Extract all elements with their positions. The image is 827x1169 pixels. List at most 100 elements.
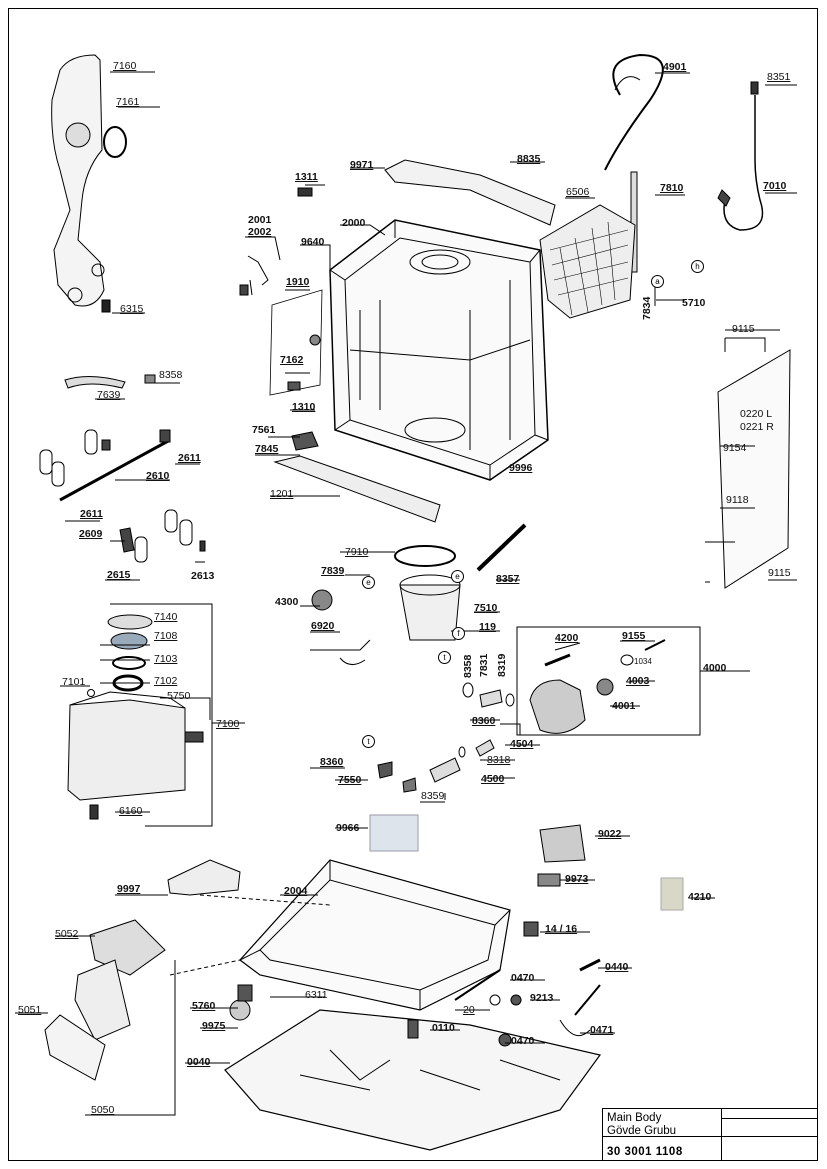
marker-e: e	[362, 576, 375, 589]
callout-label: 7834	[641, 296, 653, 320]
callout-label: 4200	[555, 632, 579, 644]
callout-label: 0110	[432, 1022, 455, 1034]
callout-label: 1310	[292, 401, 316, 413]
callout-label: 7839	[321, 565, 345, 577]
callout-label: 1910	[286, 276, 310, 288]
callout-label: 7162	[280, 354, 304, 366]
callout-label: 4000	[703, 662, 727, 674]
callout-label: 9975	[202, 1020, 226, 1032]
callout-label: 6311	[305, 989, 328, 1001]
callout-label: 6315	[120, 303, 144, 315]
callout-label: 6160	[119, 805, 143, 817]
callout-label: 8835	[517, 153, 541, 165]
callout-label: 2002	[248, 226, 272, 238]
drawing-frame	[8, 8, 818, 1161]
callout-label: 9640	[301, 236, 325, 248]
callout-label: 9154	[723, 442, 747, 454]
marker-e: e	[451, 570, 464, 583]
callout-label: 119	[479, 621, 496, 633]
callout-label: 4504	[510, 738, 534, 750]
callout-label: 8319	[496, 653, 508, 677]
callout-label: 9155	[622, 630, 646, 642]
title-block-name: Main Body	[607, 1112, 662, 1124]
callout-label: 4500	[481, 773, 505, 785]
callout-label: 7845	[255, 443, 279, 455]
callout-label: 7103	[154, 653, 178, 665]
callout-label: 5760	[192, 1000, 216, 1012]
callout-label: 8351	[767, 71, 791, 83]
callout-label: 9996	[509, 462, 533, 474]
callout-label: 2001	[248, 214, 272, 226]
callout-label: 7831	[478, 653, 490, 677]
callout-label: 20	[463, 1004, 475, 1016]
panel-variant-r: 0221 R	[740, 421, 774, 433]
callout-label: 0471	[590, 1024, 614, 1036]
callout-label: 5051	[18, 1004, 42, 1016]
callout-label: 2004	[284, 885, 308, 897]
callout-label: 6506	[566, 186, 590, 198]
marker-f: f	[452, 627, 465, 640]
callout-label: 4300	[275, 596, 299, 608]
callout-label: 7561	[252, 424, 276, 436]
marker-h: h	[691, 260, 704, 273]
callout-label: 7101	[62, 676, 86, 688]
callout-label: 2611	[80, 508, 103, 520]
callout-label: 7102	[154, 675, 178, 687]
callout-label: 4901	[663, 61, 687, 73]
callout-label: 9022	[598, 828, 622, 840]
title-block-name-tr: Gövde Grubu	[607, 1125, 677, 1137]
callout-label: 8359	[421, 790, 445, 802]
title-block-code: 30 3001 1108	[607, 1146, 683, 1158]
callout-label: 9118	[726, 494, 749, 506]
callout-label: 9973	[565, 873, 589, 885]
callout-label: 7810	[660, 182, 684, 194]
callout-label: 8318	[487, 754, 511, 766]
callout-label: 7160	[113, 60, 137, 72]
marker-t: t	[438, 651, 451, 664]
callout-label: 2610	[146, 470, 170, 482]
callout-label: 1311	[295, 171, 318, 183]
callout-label: 0470	[511, 1035, 535, 1047]
callout-label: 1034	[634, 657, 652, 666]
callout-label: 0470	[511, 972, 535, 984]
callout-label: 14 / 16	[545, 923, 578, 935]
callout-label: 4210	[688, 891, 712, 903]
callout-label: 9115	[732, 323, 755, 335]
callout-label: 2609	[79, 528, 103, 540]
callout-label: 2615	[107, 569, 131, 581]
callout-label: 7550	[338, 774, 362, 786]
callout-label: 7140	[154, 611, 178, 623]
callout-label: 1201	[270, 488, 294, 500]
callout-label: 8358	[462, 654, 474, 678]
marker-t: t	[362, 735, 375, 748]
callout-label: 9115	[768, 567, 791, 579]
marker-a: a	[651, 275, 664, 288]
callout-label: 8360	[472, 715, 496, 727]
callout-label: 9966	[336, 822, 360, 834]
callout-label: 5050	[91, 1104, 115, 1116]
callout-label: 2611	[178, 452, 201, 464]
callout-label: 2613	[191, 570, 215, 582]
callout-label: 7100	[216, 718, 240, 730]
callout-label: 8357	[496, 573, 520, 585]
callout-label: 4003	[626, 675, 650, 687]
callout-label: 2000	[342, 217, 366, 229]
callout-label: 7510	[474, 602, 498, 614]
callout-label: 7108	[154, 630, 178, 642]
callout-label: 0040	[187, 1056, 211, 1068]
callout-label: 7010	[763, 180, 787, 192]
callout-label: 5750	[167, 690, 191, 702]
callout-label: 6920	[311, 620, 335, 632]
callout-label: 4001	[612, 700, 636, 712]
callout-label: 5710	[682, 297, 706, 309]
callout-label: 7639	[97, 389, 121, 401]
callout-label: 0440	[605, 961, 629, 973]
callout-label: 9213	[530, 992, 554, 1004]
callout-label: 5052	[55, 928, 79, 940]
callout-label: 8360	[320, 756, 344, 768]
callout-label: 8358	[159, 369, 183, 381]
title-block: Main Body Gövde Grubu 30 3001 1108	[602, 1108, 818, 1161]
callout-label: 9997	[117, 883, 141, 895]
